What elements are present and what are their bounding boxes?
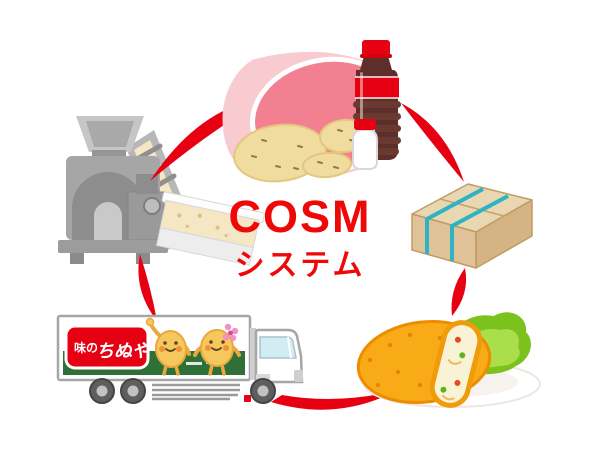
- truck-logo: 味の ちぬや: [64, 324, 152, 370]
- flower-icon: [222, 323, 239, 342]
- box-flap-seam: [439, 198, 505, 217]
- processing-machine-icon: [58, 116, 265, 266]
- croquette-cut-piece: [429, 320, 483, 408]
- truck-cab: [254, 328, 304, 384]
- potatoes: [233, 118, 369, 183]
- potato-small: [302, 151, 352, 179]
- box-side-face: [475, 199, 533, 269]
- machine-hopper: [76, 116, 144, 160]
- truck-mudflap: [244, 395, 251, 402]
- truck-wheels: [89, 378, 276, 404]
- machine-output-tray: [156, 191, 265, 266]
- arc-segment-upper-right: [401, 103, 464, 182]
- truck-chassis: [152, 383, 240, 401]
- potato-speckles: [251, 129, 355, 170]
- arc-segment-bottom: [271, 390, 398, 410]
- shipping-box-icon: [411, 183, 533, 269]
- truck-logo-prefix: 味の: [74, 340, 98, 355]
- box-straps: [425, 187, 509, 261]
- potato-mascot-flower: [193, 323, 241, 376]
- machine-base: [58, 240, 168, 264]
- machine-body: [66, 156, 165, 241]
- truck-logo-name: ちぬや: [96, 341, 152, 361]
- raw-ingredients-icon: [222, 40, 402, 183]
- salt-bottle: [352, 119, 378, 170]
- croquette-dish-icon: [356, 312, 541, 408]
- arc-segment-right: [451, 268, 467, 316]
- delivery-truck-icon: 味の ちぬや: [56, 314, 304, 404]
- tray-speckles: [177, 213, 241, 238]
- arc-segment-left: [138, 254, 157, 321]
- potato-mascot-waving: [145, 317, 191, 376]
